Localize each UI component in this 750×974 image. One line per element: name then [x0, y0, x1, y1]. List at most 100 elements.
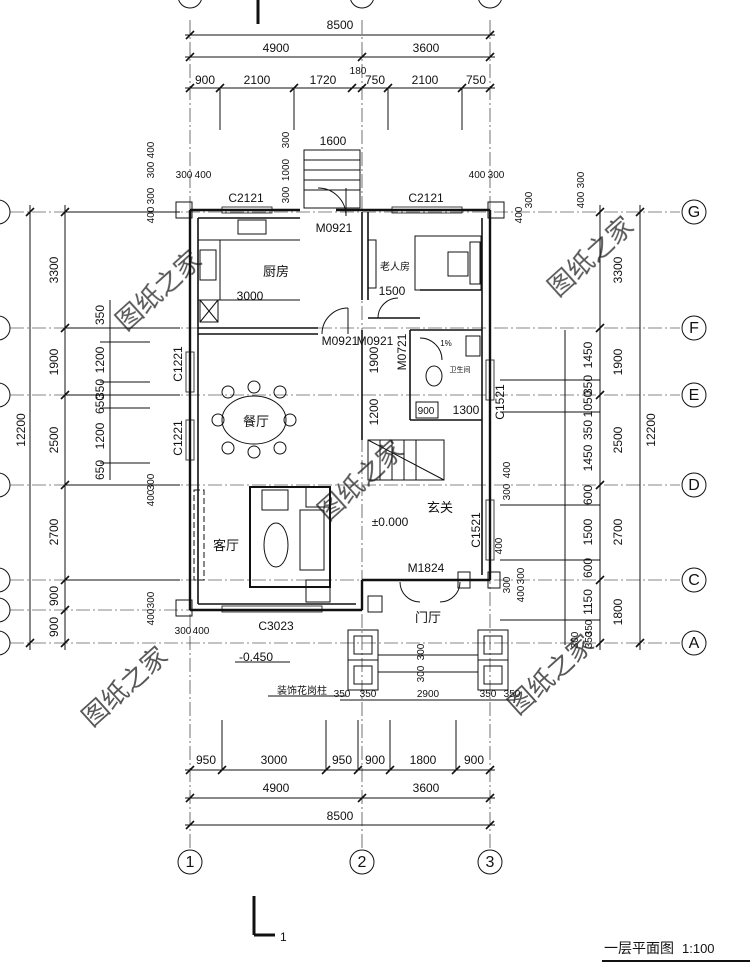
- dim-bot-overall: 8500: [327, 809, 354, 823]
- window-c2121-right: C2121: [408, 191, 444, 205]
- dim-right-inner-8: 1150: [581, 589, 595, 615]
- dim-left-inner-2: 350: [93, 379, 107, 399]
- drawing-title-underline: [602, 936, 750, 962]
- dim-left-inner-5: 650: [93, 460, 107, 480]
- watermark-2: 图纸之家: [542, 211, 639, 303]
- corner-r1: 400: [469, 170, 486, 181]
- corner-l1: 300: [176, 170, 193, 181]
- dim-right-bay-0: 3300: [611, 256, 625, 283]
- outside-level: -0.450: [239, 650, 273, 664]
- watermark-5: 图纸之家: [502, 629, 599, 721]
- door-m1824: M1824: [408, 561, 445, 575]
- dim-porch-0: 350: [334, 689, 351, 700]
- dim-bath-1200: 1200: [367, 398, 381, 425]
- room-bath-slope: 1%: [440, 339, 452, 348]
- corner-r2: 300: [488, 170, 505, 181]
- dim-left-corner-1: 400: [146, 489, 157, 506]
- dim-right-corner-1: 300: [502, 483, 513, 500]
- dim-bot-seg-4: 1800: [410, 753, 437, 767]
- grid-label-e: E: [689, 387, 700, 404]
- dim-top-seg-3: 750: [365, 73, 385, 87]
- dim-left-overall: 12200: [14, 413, 28, 447]
- door-m0921-a: M0921: [322, 334, 359, 348]
- dim-right-corner-3: 300: [502, 576, 513, 593]
- dim-right-corner-4: 300: [516, 567, 527, 584]
- dim-right-corner-2: 400: [494, 537, 505, 554]
- dim-bot-seg-5: 900: [464, 753, 484, 767]
- floor-level: ±0.000: [372, 515, 409, 529]
- dim-right-inner-4: 1450: [581, 444, 595, 471]
- window-c1221-a: C1221: [171, 346, 185, 382]
- dim-bot-seg-3: 900: [365, 753, 385, 767]
- corner-l2: 400: [195, 170, 212, 181]
- dim-left-inner-3: 650: [93, 394, 107, 414]
- dim-left-inner-0: 350: [93, 305, 107, 325]
- window-c1221-b: C1221: [171, 420, 185, 456]
- dim-right-bay-3: 2700: [611, 518, 625, 545]
- dim-right-inner-1: 350: [581, 375, 595, 395]
- dim-bot-corner-2: 400: [193, 626, 210, 637]
- dim-right-top-1: 300: [576, 171, 587, 188]
- dim-step-a: 300: [416, 643, 427, 660]
- room-bath: 卫生间: [450, 365, 471, 374]
- dim-left-bay-2: 2500: [47, 426, 61, 453]
- dim-right-inner-7: 600: [581, 558, 595, 578]
- dim-porch-1: 350: [360, 689, 377, 700]
- dim-top-right-bay: 3600: [413, 41, 440, 55]
- dim-right-bay-2: 2500: [611, 426, 625, 453]
- grid-label-1: 1: [186, 854, 195, 871]
- dim-top-seg-2: 1720: [310, 73, 337, 87]
- dim-right-overall: 12200: [644, 413, 658, 447]
- dim-left-corner-4: 300: [146, 161, 157, 178]
- door-m0921-kitchen: M0921: [316, 221, 353, 235]
- dim-left-corner-0: 300: [146, 473, 157, 490]
- dim-left-inner-4: 1200: [93, 422, 107, 449]
- room-living: 客厅: [213, 538, 239, 553]
- room-kitchen: 厨房: [263, 264, 289, 279]
- dim-porch-2: 2900: [417, 689, 440, 700]
- dim-left-bay-0: 3300: [47, 256, 61, 283]
- dim-left-bay-5: 900: [47, 617, 61, 637]
- dim-step-b: 300: [416, 665, 427, 682]
- dim-top-overall: 8500: [327, 18, 354, 32]
- grid-label-d: D: [688, 477, 700, 494]
- dim-bot-right-bay: 3600: [413, 781, 440, 795]
- dim-stair-c: 300: [281, 186, 292, 203]
- dim-top-seg-1: 2100: [244, 73, 271, 87]
- room-gate: 门厅: [415, 610, 441, 625]
- dim-top-180: 180: [350, 66, 367, 77]
- dim-left-bay-3: 2700: [47, 518, 61, 545]
- drawing-scale: 1:100: [682, 941, 715, 956]
- door-m0721: M0721: [395, 333, 409, 370]
- dim-top-left-bay: 4900: [263, 41, 290, 55]
- dim-right-inner-9: 350: [584, 619, 595, 636]
- watermark-3: 图纸之家: [312, 435, 409, 527]
- dim-right-corner-6: 300: [570, 631, 581, 648]
- dim-elder-1500: 1500: [379, 284, 406, 298]
- room-dining: 餐厅: [243, 414, 269, 429]
- dim-right-corner-5: 400: [516, 585, 527, 602]
- dim-bath-900: 900: [418, 406, 435, 417]
- dim-left-corner-5: 400: [146, 141, 157, 158]
- dim-left-bay-1: 1900: [47, 348, 61, 375]
- dim-right-inner-3: 350: [581, 420, 595, 440]
- dim-right-bay-4: 1800: [611, 598, 625, 625]
- corner-v2: 400: [146, 206, 157, 223]
- dim-right-top-0: 400: [576, 191, 587, 208]
- dim-left-corner-2: 300: [146, 591, 157, 608]
- dim-right-inner-0: 1450: [581, 341, 595, 368]
- grid-label-g: G: [688, 204, 700, 221]
- dim-top-seg-5: 750: [466, 73, 486, 87]
- decor-column-note: 装饰花岗柱: [277, 684, 327, 697]
- dim-top-seg-4: 2100: [412, 73, 439, 87]
- watermark-4: 图纸之家: [76, 641, 173, 733]
- grid-label-c: C: [688, 572, 700, 589]
- dim-left-bay-4: 900: [47, 586, 61, 606]
- grid-label-f: F: [689, 320, 699, 337]
- dim-bot-seg-2: 950: [332, 753, 352, 767]
- watermark-1: 图纸之家: [110, 245, 207, 337]
- grid-label-2: 2: [358, 854, 367, 871]
- dim-porch-3: 350: [480, 689, 497, 700]
